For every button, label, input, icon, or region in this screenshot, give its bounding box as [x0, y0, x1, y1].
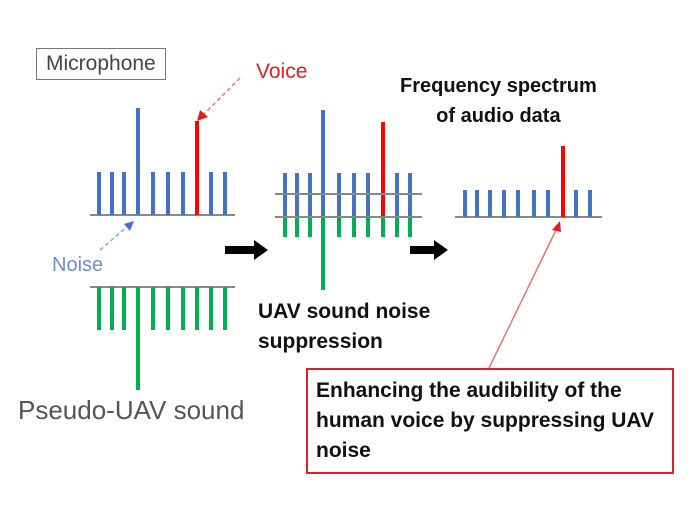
noise-pointer: [99, 225, 129, 251]
spectrum-line-1: Frequency spectrum: [400, 75, 597, 97]
right-arrow-icon: [410, 240, 448, 260]
spectrum-line-2: of audio data: [436, 105, 561, 127]
arrowhead-icon: [197, 110, 208, 121]
microphone-label: Microphone: [36, 48, 166, 80]
arrowhead-icon: [124, 221, 134, 231]
callout-pointer: [487, 227, 558, 371]
voice-label: Voice: [256, 60, 308, 83]
suppression-label: UAV sound noise suppression: [258, 297, 430, 357]
pseudo-uav-label: Pseudo-UAV sound: [18, 395, 245, 425]
suppression-line-1: UAV sound noise: [258, 300, 431, 323]
arrowhead-icon: [552, 221, 561, 232]
voice-pointer: [201, 77, 241, 117]
noise-label: Noise: [52, 254, 104, 276]
right-arrow-icon: [225, 240, 268, 260]
spectrum-label: Frequency spectrum of audio data: [400, 71, 597, 131]
suppression-line-2: suppression: [258, 330, 383, 353]
callout-box: Enhancing the audibility of the human vo…: [306, 368, 674, 474]
